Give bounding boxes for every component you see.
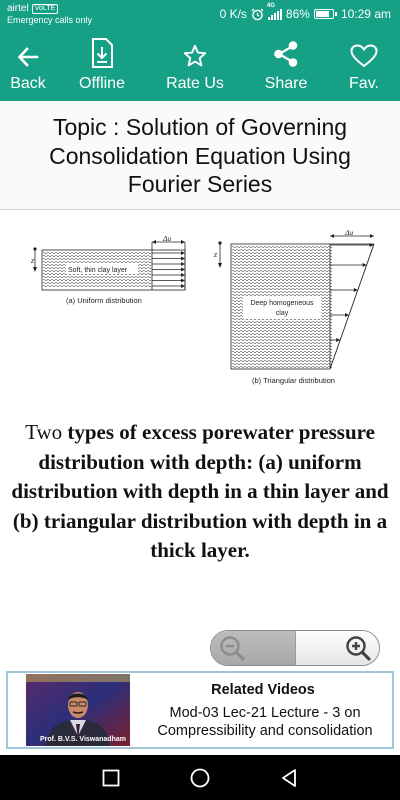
related-videos-title: Related Videos <box>211 682 315 698</box>
uniform-pressure-arrow-head <box>181 256 185 261</box>
mobile-signal: 4G <box>267 3 282 20</box>
offline-button[interactable]: Offline <box>76 28 128 101</box>
back-nav-button[interactable] <box>259 755 319 800</box>
right-caption: (b) Triangular distribution <box>252 376 335 385</box>
square-recents-icon <box>102 769 120 786</box>
arrow-left-icon <box>17 47 39 67</box>
left-z-label: z <box>30 256 35 265</box>
uniform-pressure-arrow-head <box>181 251 185 255</box>
home-button[interactable] <box>170 755 230 800</box>
star-outline-icon <box>183 44 207 67</box>
figure-description: Two types of excess porewater pressure d… <box>8 418 392 566</box>
network-speed: 0 K/s <box>219 7 247 21</box>
right-z-label: z <box>213 250 218 259</box>
network-type: 4G <box>266 2 275 9</box>
thumbnail-caption: Prof. B.V.S. Viswanadham <box>40 736 126 743</box>
uniform-pressure-arrow-head <box>181 273 185 277</box>
triangular-pressure-arrow-head <box>353 288 358 292</box>
triangular-pressure-arrow-head <box>369 243 374 247</box>
system-navigation-bar <box>0 755 400 800</box>
offline-label: Offline <box>79 75 125 92</box>
circle-home-icon <box>190 768 210 787</box>
left-layer-label: Soft, thin clay layer <box>68 267 128 274</box>
zoom-out-icon <box>220 636 245 661</box>
status-icons: 0 K/s 4G 86% 10:29 am <box>219 3 391 22</box>
back-label: Back <box>10 75 46 92</box>
rate-us-label: Rate Us <box>166 75 224 92</box>
related-video-subtitle: Mod-03 Lec-21 Lecture - 3 on Compressibi… <box>157 705 373 739</box>
download-file-icon <box>92 38 113 68</box>
left-layer-label-bg <box>66 264 138 274</box>
zoom-in-button[interactable] <box>295 631 379 665</box>
favourite-button[interactable]: Fav. <box>342 28 386 101</box>
topic-title: Topic : Solution of Governing Consolidat… <box>49 114 351 197</box>
battery-percent: 86% <box>285 7 310 21</box>
triangular-pressure-arrow-head <box>362 263 367 267</box>
uniform-distribution-diagram: z Soft, thin clay layer Δu (a) Uniform d… <box>30 234 186 305</box>
share-button[interactable]: Share <box>262 28 310 101</box>
triangular-distribution-diagram: z Deep homogeneous clay Δu (b) Triangula… <box>213 228 375 385</box>
alarm-icon <box>251 8 264 20</box>
signal-bars-icon <box>267 8 282 20</box>
right-layer-label-line1: Deep homogeneous <box>250 300 314 307</box>
recents-button[interactable] <box>81 755 141 800</box>
zoom-out-button[interactable] <box>211 631 295 665</box>
volte-badge: VoLTE <box>31 4 59 14</box>
back-button[interactable]: Back <box>4 28 52 101</box>
right-layer-label-line2: clay <box>276 310 289 317</box>
left-du-label: Δu <box>162 234 171 243</box>
description-lead: Two <box>25 420 63 444</box>
carrier-label: airtel <box>7 3 29 14</box>
zoom-in-icon <box>346 636 371 661</box>
related-video-banner[interactable]: Prof. B.V.S. Viswanadham Related Videos … <box>6 671 394 749</box>
triangular-pressure-arrow-head <box>345 313 350 317</box>
uniform-pressure-arrow-head <box>181 267 185 272</box>
left-caption: (a) Uniform distribution <box>66 296 142 305</box>
share-icon <box>274 41 298 67</box>
heart-outline-icon <box>350 44 378 68</box>
uniform-pressure-arrow-head <box>181 284 185 288</box>
action-toolbar: Back Offline Rate Us <box>0 28 400 101</box>
emergency-text: Emergency calls only <box>7 15 93 25</box>
topic-header: Topic : Solution of Governing Consolidat… <box>0 101 400 210</box>
uniform-pressure-arrow-head <box>181 278 185 283</box>
battery-icon <box>313 9 337 19</box>
clock: 10:29 am <box>340 7 391 21</box>
triangular-pressure-arrow-head <box>336 338 341 342</box>
rate-us-button[interactable]: Rate Us <box>165 28 225 101</box>
triangle-back-icon <box>282 768 296 787</box>
right-du-label: Δu <box>344 228 353 237</box>
pressure-distribution-figure: z Soft, thin clay layer Δu (a) Uniform d… <box>0 211 400 401</box>
uniform-pressure-arrow-head <box>181 262 185 266</box>
description-body: types of excess porewater pressure distr… <box>11 420 389 562</box>
share-label: Share <box>264 75 308 92</box>
video-thumbnail: Prof. B.V.S. Viswanadham <box>26 674 130 746</box>
right-layer-label-bg <box>243 297 321 319</box>
zoom-control <box>210 630 380 666</box>
favourite-label: Fav. <box>349 75 379 92</box>
